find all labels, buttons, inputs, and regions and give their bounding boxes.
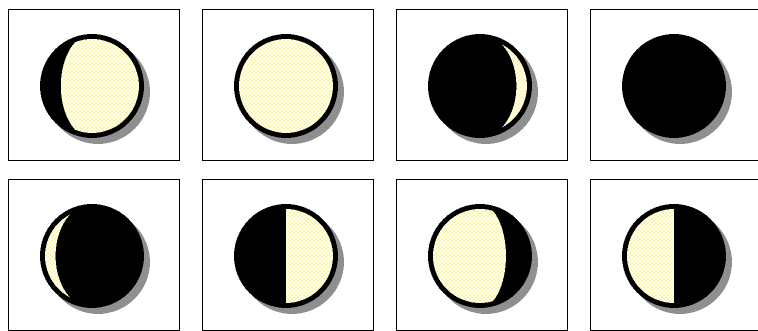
moon-lit-region (428, 204, 506, 308)
moon-tile (202, 9, 374, 161)
waning-gibbous-moon-icon (9, 180, 179, 330)
last-quarter-moon-icon (591, 180, 758, 330)
waxing-gibbous-moon-icon (397, 10, 567, 160)
moon-tile (590, 179, 758, 331)
moon-lit-region (239, 39, 333, 133)
moon-tile (202, 179, 374, 331)
moon-tile (8, 9, 180, 161)
moon-tile (396, 9, 568, 161)
moon-tile (590, 9, 758, 161)
new-moon-icon (591, 10, 758, 160)
full-moon-icon (203, 10, 373, 160)
waning-crescent-moon-icon (397, 180, 567, 330)
moon-tile (8, 179, 180, 331)
waxing-crescent-moon-icon (9, 10, 179, 160)
moon-lit-region (622, 204, 674, 308)
moon-disc (622, 34, 726, 138)
first-quarter-moon-icon (203, 180, 373, 330)
moon-tile (396, 179, 568, 331)
